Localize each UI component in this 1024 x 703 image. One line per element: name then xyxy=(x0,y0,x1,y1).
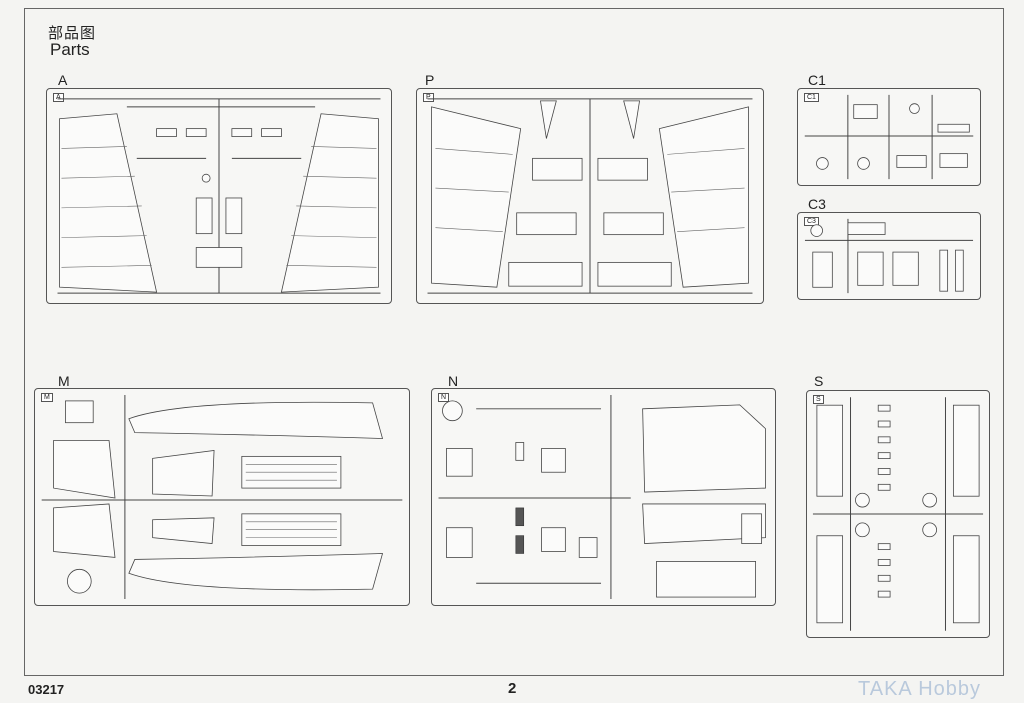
sprue-c1-drawing xyxy=(804,94,974,180)
sprue-label-c3: C3 xyxy=(808,196,826,212)
sprue-label-a: A xyxy=(58,72,68,88)
page-number: 2 xyxy=(508,680,517,697)
sprue-label-c1: C1 xyxy=(808,72,826,88)
sprue-c1: C1 xyxy=(797,88,981,186)
sprue-m: M xyxy=(34,388,410,606)
watermark-text: TAKA Hobby xyxy=(858,678,982,700)
sprue-label-m: M xyxy=(58,373,70,389)
sprue-tag: M xyxy=(41,393,53,402)
sprue-n: N xyxy=(431,388,776,606)
sprue-n-drawing xyxy=(438,394,766,600)
sprue-tag: C3 xyxy=(804,217,819,226)
sprue-label-n: N xyxy=(448,373,459,389)
sprue-tag: P xyxy=(423,93,434,102)
sprue-a: A xyxy=(46,88,392,304)
sprue-p-drawing xyxy=(427,98,753,294)
product-code: 03217 xyxy=(28,682,65,697)
sprue-label-s: S xyxy=(814,373,824,389)
sprue-s-drawing xyxy=(812,397,984,631)
sprue-s: S xyxy=(806,390,990,638)
sprue-tag: C1 xyxy=(804,93,819,102)
sprue-c3: C3 xyxy=(797,212,981,300)
page-frame xyxy=(24,8,1004,676)
sprue-a-drawing xyxy=(57,98,381,294)
page-title-en: Parts xyxy=(50,40,90,59)
sprue-c3-drawing xyxy=(804,218,974,294)
sprue-tag: N xyxy=(438,393,450,402)
sprue-p: P xyxy=(416,88,764,304)
sprue-tag: S xyxy=(813,395,824,404)
sprue-tag: A xyxy=(53,93,64,102)
sprue-m-drawing xyxy=(41,394,403,600)
page-title-cn: 部品图 xyxy=(48,24,97,42)
sprue-label-p: P xyxy=(425,72,435,88)
